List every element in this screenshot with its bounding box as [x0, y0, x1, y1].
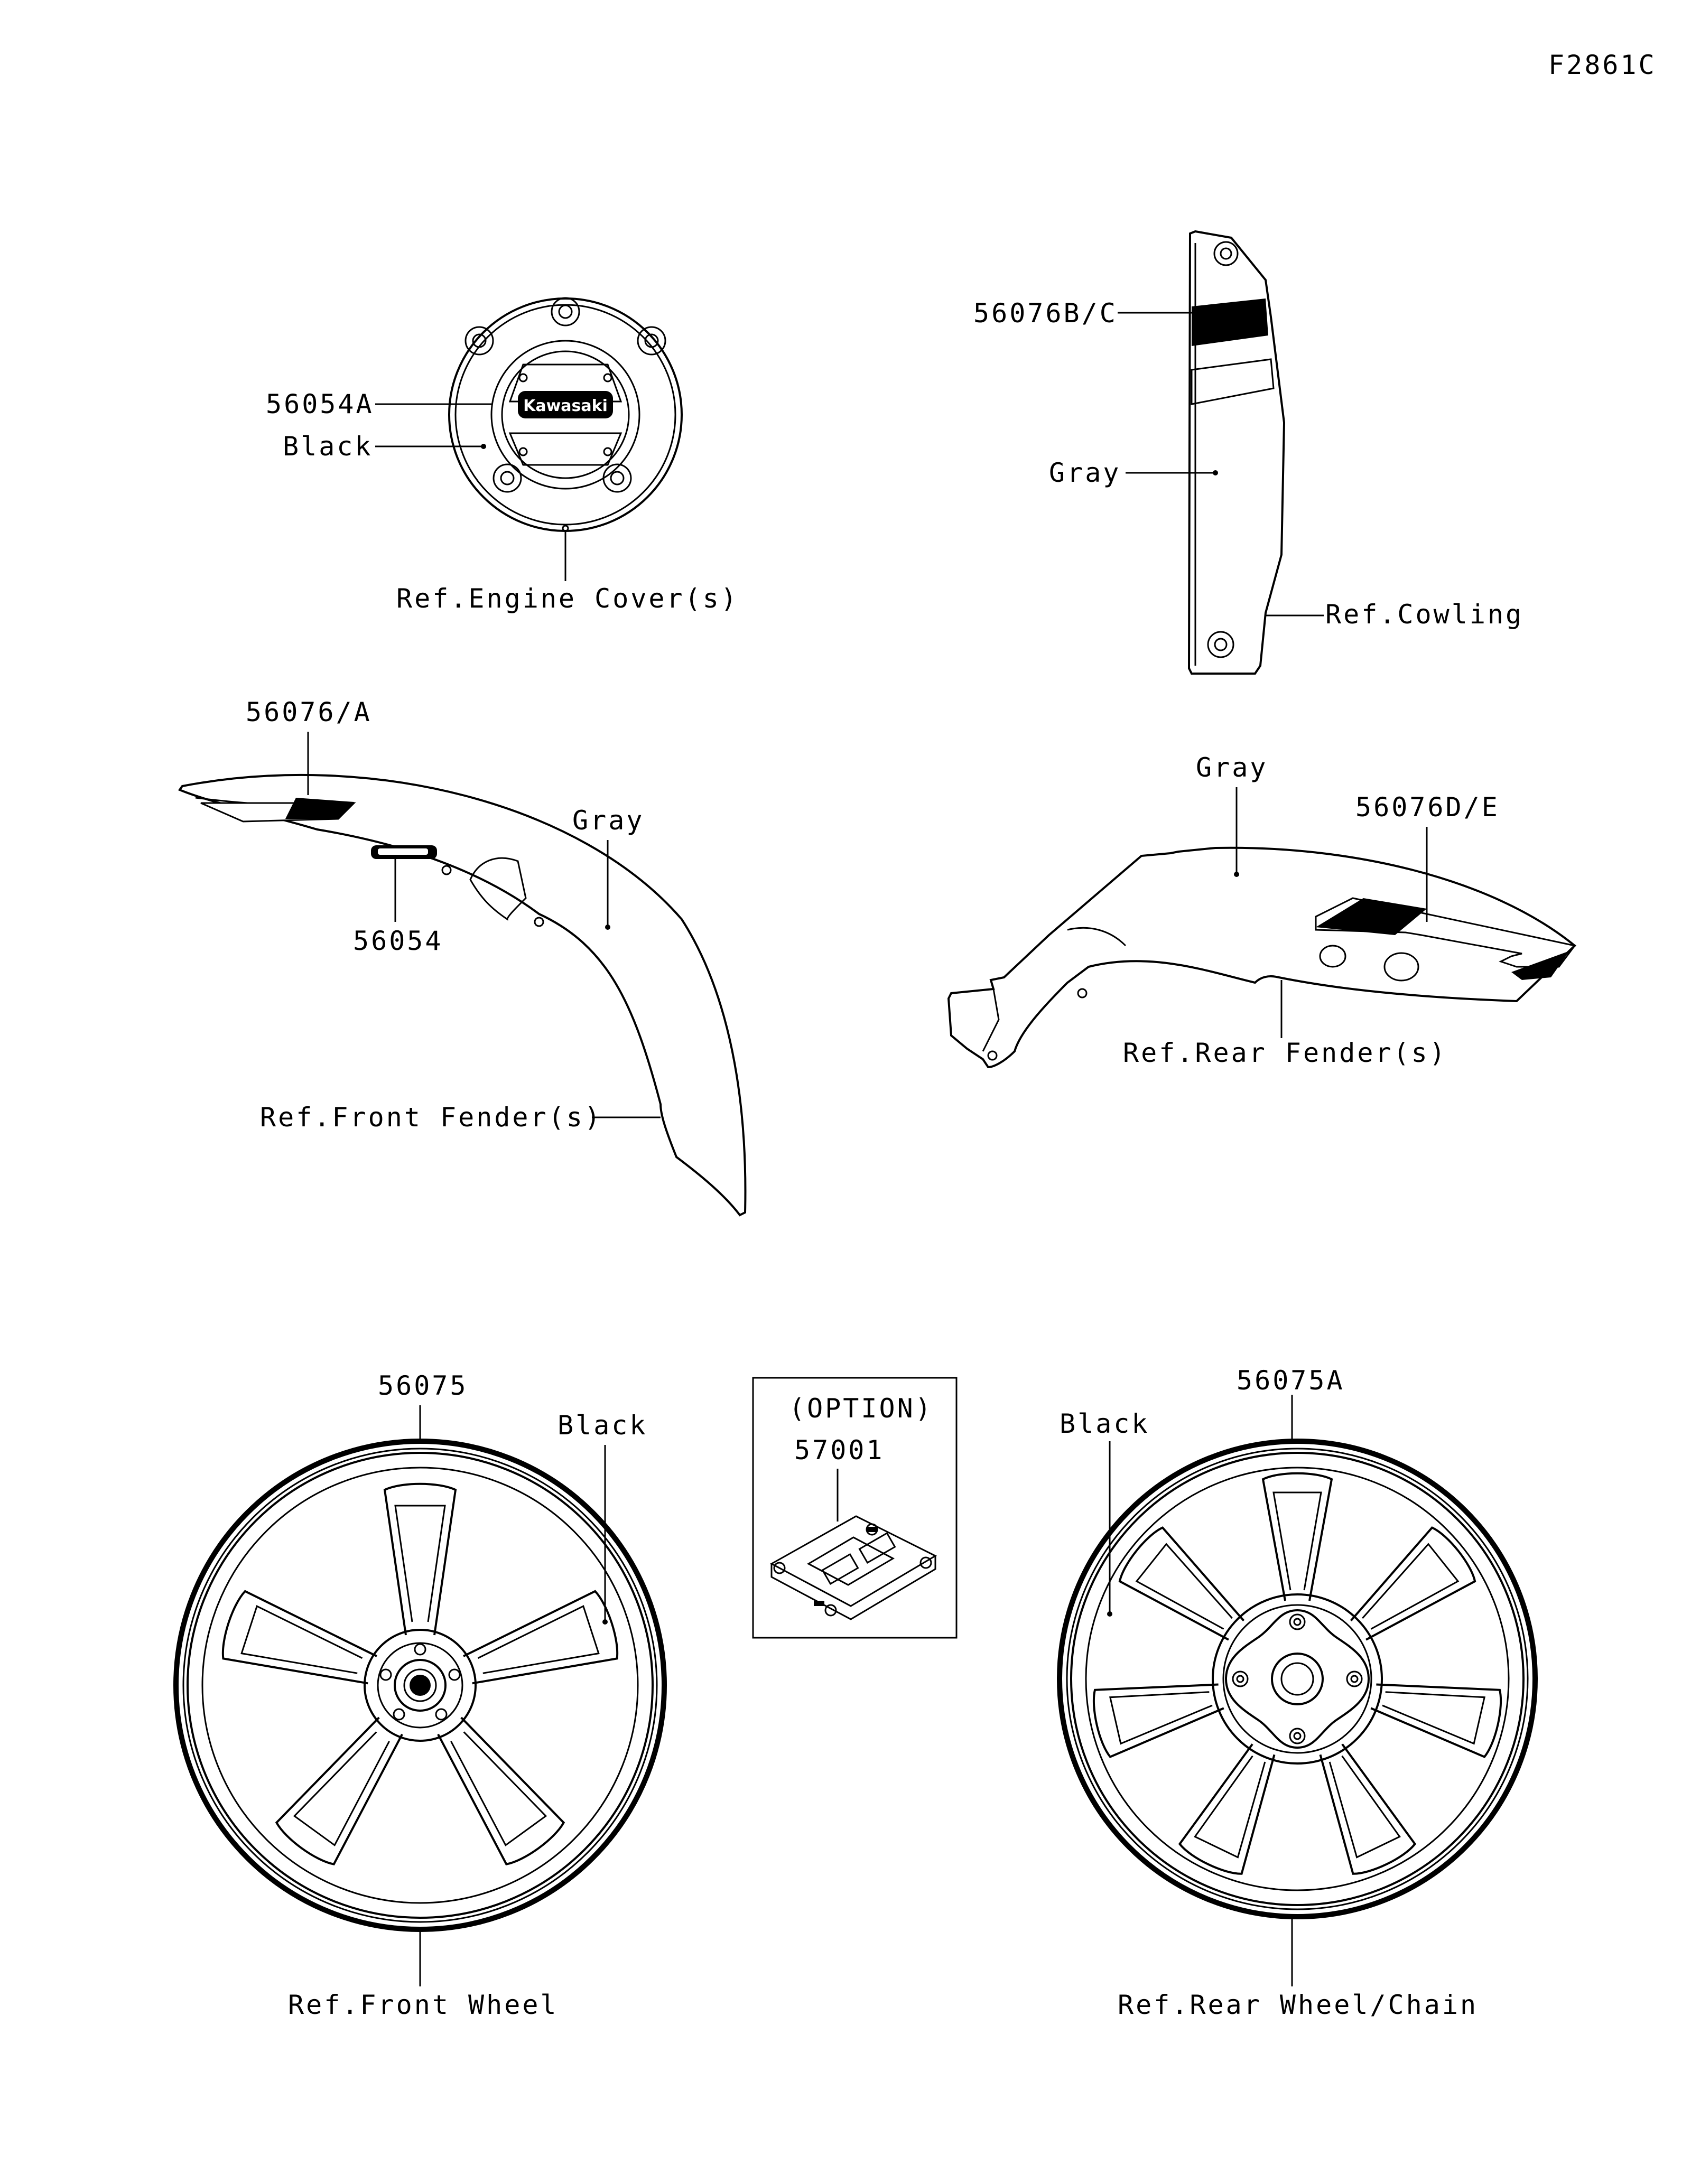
figure-id: F2861C — [1548, 50, 1657, 80]
label-56076DE: 56076D/E — [1355, 792, 1500, 823]
label-engine-black: Black — [283, 431, 373, 462]
label-ffender-ref: Ref.Front Fender(s) — [260, 1102, 602, 1133]
label-cowling-ref: Ref.Cowling — [1325, 599, 1523, 630]
label-option: (OPTION) — [789, 1393, 933, 1424]
label-57001: 57001 — [794, 1435, 885, 1466]
label-fwheel-ref: Ref.Front Wheel — [288, 1990, 559, 2020]
label-rwheel-ref: Ref.Rear Wheel/Chain — [1118, 1990, 1478, 2020]
front-wheel-drawing — [173, 1439, 667, 1932]
label-56075: 56075 — [378, 1370, 468, 1401]
label-fwheel-black: Black — [558, 1410, 648, 1441]
label-56054: 56054 — [353, 926, 443, 956]
label-56076BC: 56076B/C — [973, 298, 1118, 329]
rear-fender-drawing — [947, 846, 1577, 1069]
label-56076A: 56076/A — [246, 697, 372, 727]
label-rwheel-black: Black — [1060, 1408, 1150, 1439]
kawasaki-emblem-text: Kawasaki — [523, 397, 608, 415]
option-box — [752, 1377, 958, 1639]
engine-cover-drawing: Kawasaki — [448, 297, 683, 532]
label-ffender-gray: Gray — [572, 805, 644, 836]
label-56054A: 56054A — [266, 389, 374, 419]
front-fender-drawing — [178, 773, 747, 1217]
cowling-drawing — [1187, 230, 1286, 675]
rear-wheel-drawing — [1057, 1439, 1538, 1919]
label-cowling-gray: Gray — [1049, 458, 1121, 488]
label-56075A: 56075A — [1237, 1365, 1345, 1396]
option-part-drawing — [769, 1515, 937, 1620]
label-rfender-ref: Ref.Rear Fender(s) — [1123, 1038, 1447, 1068]
label-rfender-gray: Gray — [1196, 752, 1268, 783]
label-engine-ref: Ref.Engine Cover(s) — [396, 583, 739, 614]
